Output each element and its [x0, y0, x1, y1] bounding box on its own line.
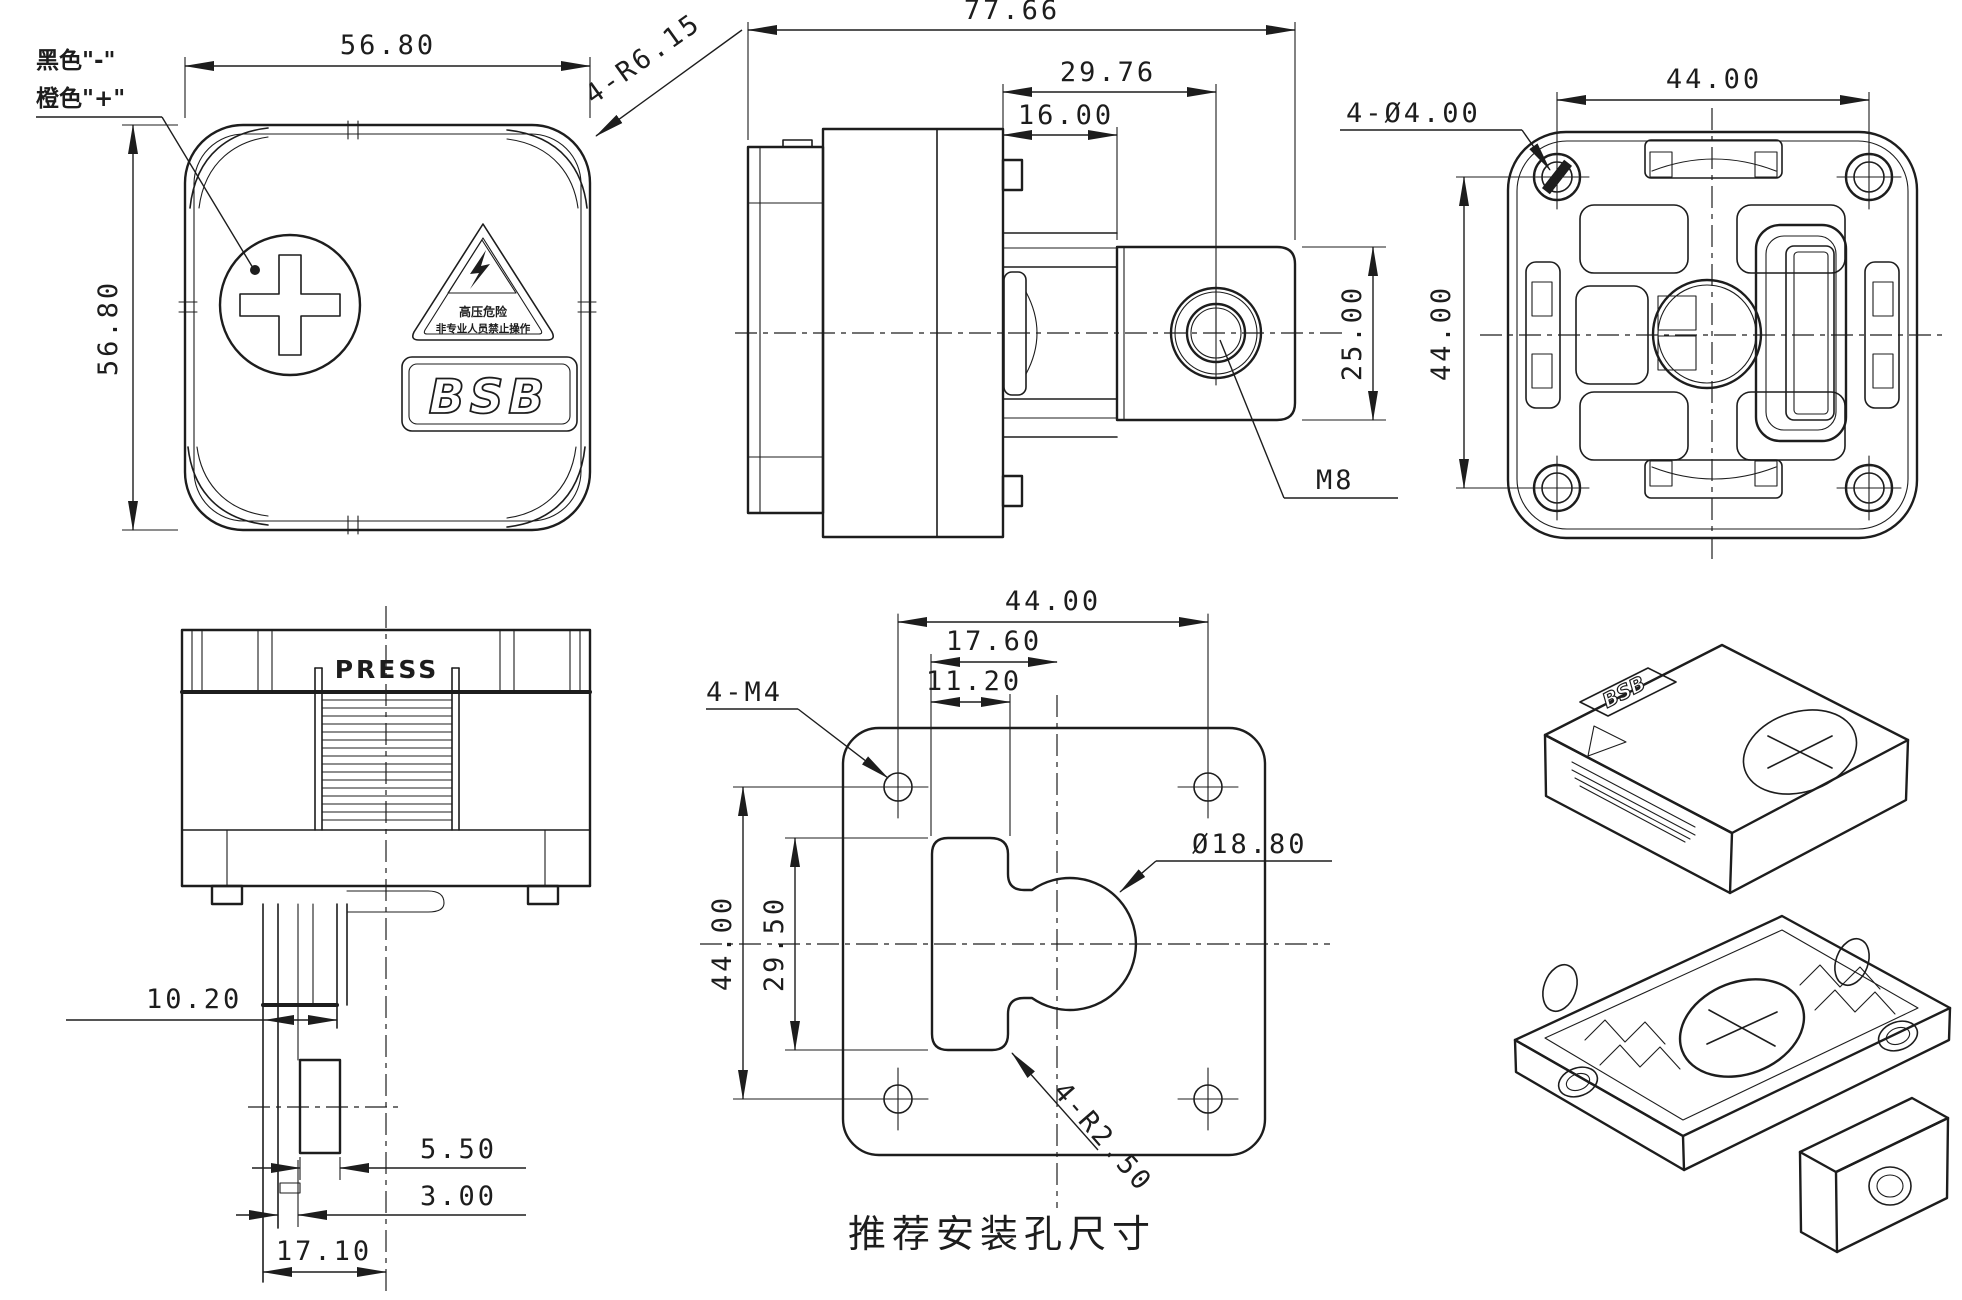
wire-label-leader: [36, 116, 260, 275]
button-ribs: [321, 699, 453, 821]
wire-negative-label: 黑色"-": [36, 47, 116, 74]
center-ball: [1651, 278, 1763, 390]
dim-corner-radius: 4-R2.50: [1047, 1076, 1159, 1198]
side-left-cap: [746, 139, 825, 515]
iso-rib-zigzags: [1584, 964, 1896, 1070]
iso-corner-screws: [1557, 1020, 1919, 1098]
iso-press-ribs: [1571, 761, 1696, 843]
lightning-triangle-icon: [447, 239, 517, 294]
dim-cutout-height: 29.50: [759, 896, 790, 992]
warning-text-1: 高压危险: [459, 304, 508, 319]
isometric-view: BSB: [1513, 643, 1952, 1254]
back-dimensions: 44.00 4-Ø4.00 44.00: [1340, 64, 1870, 489]
press-cap: PRESS: [180, 628, 592, 694]
keyhole-cutout: [930, 836, 1138, 1052]
side-view: 77.66 29.76 16.00 25.00 M8: [735, 0, 1398, 539]
dim-cutout-width: 11.20: [926, 666, 1022, 697]
mounting-dimensions: 44.00 17.60 11.20 4-M4 44.00 29.50 Ø18.8…: [706, 586, 1332, 1198]
dim-height: 56.80: [93, 280, 124, 376]
dim-hole-pitch-v: 44.00: [1426, 285, 1457, 381]
dim-hole-pitch-h: 44.00: [1005, 586, 1101, 617]
iso-cover: BSB: [1543, 643, 1910, 895]
mounting-plate-outline: [841, 726, 1267, 1157]
iso-warning-icon: [1587, 725, 1627, 757]
high-voltage-warning-icon: 高压危险 非专业人员禁止操作: [412, 223, 554, 341]
warning-text-2: 非专业人员禁止操作: [436, 322, 531, 335]
iso-clip-right: [1834, 937, 1870, 987]
plus-emblem-icon: [218, 233, 362, 377]
front-dimensions: 56.80 56.80 4-R6.15: [93, 7, 743, 531]
iso-mounting-flange: [1798, 1096, 1950, 1254]
dim-width: 56.80: [340, 30, 436, 61]
back-view: 44.00 4-Ø4.00 44.00: [1340, 64, 1945, 565]
press-button-label: PRESS: [335, 655, 440, 684]
dim-hole-pitch-v: 44.00: [707, 895, 738, 991]
iso-clip-left: [1542, 963, 1578, 1013]
terminal-arms: [1002, 232, 1118, 438]
front-outline-inner: [193, 133, 582, 522]
wire-positive-label: 橙色"+": [36, 85, 125, 112]
dim-m4-label: 4-M4: [706, 677, 783, 708]
side-body: [821, 127, 1024, 539]
dim-bulge-diameter: Ø18.80: [1192, 829, 1308, 860]
edge-nubs: [178, 120, 597, 535]
button-side-posts: [314, 667, 460, 831]
m4-holes: [867, 613, 1239, 1131]
front-outline: [183, 123, 592, 532]
dim-overall-length: 77.66: [964, 0, 1060, 26]
iso-threaded-hole: [1868, 1166, 1912, 1206]
iso-base: [1513, 914, 1952, 1254]
dim-hole-pitch-h: 44.00: [1666, 64, 1762, 95]
connector-housing: [1754, 223, 1848, 443]
bsb-logo-text: BSB: [429, 370, 550, 425]
iso-center-screw: [1678, 978, 1806, 1078]
dim-plate-height: 25.00: [1337, 285, 1368, 381]
dim-boot-length: 16.00: [1018, 100, 1114, 131]
press-dimensions: 10.20 5.50 3.00 17.10: [66, 984, 526, 1277]
iso-bsb-plate: [1579, 667, 1677, 717]
dim-corner-radius: 4-R6.15: [579, 7, 707, 111]
wire-stem: [248, 890, 445, 1283]
mounting-view: 44.00 17.60 11.20 4-M4 44.00 29.50 Ø18.8…: [700, 586, 1332, 1256]
dim-stem-overall: 17.10: [276, 1236, 372, 1267]
dim-holes-label: 4-Ø4.00: [1346, 98, 1481, 129]
bsb-logo: BSB: [401, 356, 578, 432]
mounting-caption: 推荐安装孔尺寸: [848, 1212, 1156, 1256]
front-view: 黑色"-" 橙色"+" 高压危险 非专业人员禁止操作 BSB 56.80: [36, 7, 743, 535]
dim-m8-label: M8: [1316, 465, 1355, 496]
latch-slots: [1644, 139, 1783, 499]
dim-cutout-offset: 17.60: [946, 626, 1042, 657]
press-view: PRESS: [66, 606, 592, 1292]
iso-bsb-logo-text: BSB: [1598, 671, 1649, 713]
side-dimensions: 77.66 29.76 16.00 25.00 M8: [747, 0, 1398, 499]
dim-stem-width: 10.20: [146, 984, 242, 1015]
iso-plus-emblem-icon: [1742, 709, 1858, 795]
dim-terminal-offset: 29.76: [1060, 57, 1156, 88]
dim-plate-thickness: 5.50: [420, 1134, 497, 1165]
back-outline: [1506, 130, 1919, 540]
dim-wall-thickness: 3.00: [420, 1181, 497, 1212]
press-body: [180, 667, 592, 906]
lightning-bolt-icon: [470, 250, 490, 289]
corner-ear-seams: [187, 127, 588, 528]
corner-mounting-holes: [1524, 144, 1902, 521]
